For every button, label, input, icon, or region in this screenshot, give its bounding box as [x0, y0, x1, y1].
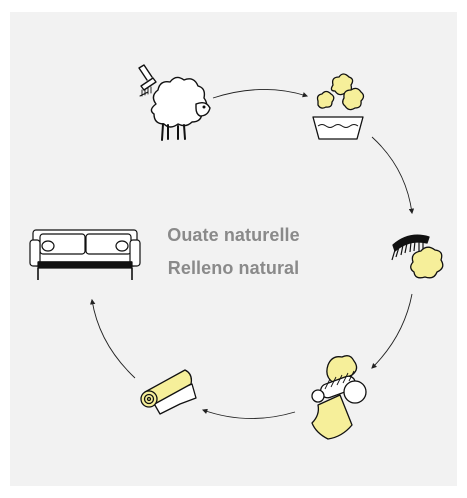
wool-carding-icon — [391, 234, 444, 279]
center-title-spanish: Relleno natural — [167, 258, 300, 278]
arrow-3 — [371, 293, 413, 369]
arrow-1 — [212, 89, 309, 99]
cycle-arrows — [90, 89, 415, 419]
sheep-shearing-icon — [138, 64, 211, 141]
arrow-5 — [90, 298, 136, 379]
arrow-2 — [371, 136, 415, 215]
batting-roll-icon — [140, 369, 197, 415]
sofa-icon — [29, 229, 141, 280]
center-title-french: Ouate naturelle — [167, 225, 300, 245]
wool-rolling-machine-icon — [311, 355, 367, 440]
wool-washing-icon — [312, 73, 365, 140]
arrow-4 — [201, 408, 296, 419]
